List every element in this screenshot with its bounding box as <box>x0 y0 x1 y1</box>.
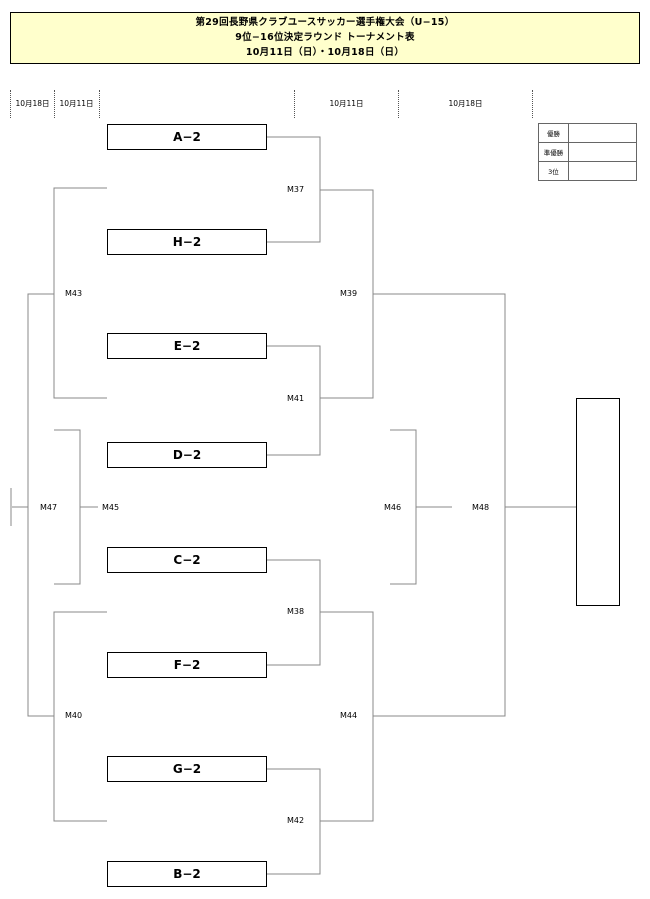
bracket-line-m47 <box>27 293 54 717</box>
match-label-m40: M40 <box>65 711 83 720</box>
team-box: B−2 <box>107 861 267 887</box>
match-label-m38: M38 <box>287 607 305 616</box>
match-label-m48: M48 <box>472 503 490 512</box>
match-label-m43: M43 <box>65 289 83 298</box>
bracket-line-m41 <box>267 345 321 456</box>
team-box: A−2 <box>107 124 267 150</box>
match-label-m46: M46 <box>384 503 402 512</box>
date-divider <box>10 90 11 118</box>
bracket-line-m43 <box>53 187 107 399</box>
team-box: D−2 <box>107 442 267 468</box>
team-box: H−2 <box>107 229 267 255</box>
match-label-m44: M44 <box>340 711 358 720</box>
date-right-1: 10月11日 <box>329 99 364 108</box>
date-divider <box>294 90 295 118</box>
team-box: E−2 <box>107 333 267 359</box>
match-label-m47: M47 <box>40 503 58 512</box>
match-label-m41: M41 <box>287 394 305 403</box>
winner-box <box>576 398 620 606</box>
match-label-m45: M45 <box>102 503 120 512</box>
team-box: F−2 <box>107 652 267 678</box>
results-table: 優勝 準優勝 3位 <box>538 123 637 181</box>
third-place-cell <box>568 161 637 181</box>
title-banner: 第29回長野県クラブユースサッカー選手権大会（U−15） 9位−16位決定ラウン… <box>10 12 640 64</box>
date-divider <box>99 90 100 118</box>
date-divider <box>398 90 399 118</box>
date-left-2: 10月11日 <box>59 99 94 108</box>
tournament-subtitle: 9位−16位決定ラウンド トーナメント表 <box>235 32 415 43</box>
match-label-m39: M39 <box>340 289 358 298</box>
team-box: C−2 <box>107 547 267 573</box>
tournament-dates: 10月11日（日）・10月18日（日） <box>245 47 405 58</box>
bracket-line-m45 <box>54 429 81 585</box>
date-left-1: 10月18日 <box>15 99 50 108</box>
date-divider <box>54 90 55 118</box>
date-divider <box>532 90 533 118</box>
bracket-line-m48 <box>373 293 506 717</box>
team-box: G−2 <box>107 756 267 782</box>
date-right-2: 10月18日 <box>448 99 483 108</box>
tournament-title: 第29回長野県クラブユースサッカー選手権大会（U−15） <box>195 17 455 28</box>
match-label-m42: M42 <box>287 816 305 825</box>
match-label-m37: M37 <box>287 185 305 194</box>
